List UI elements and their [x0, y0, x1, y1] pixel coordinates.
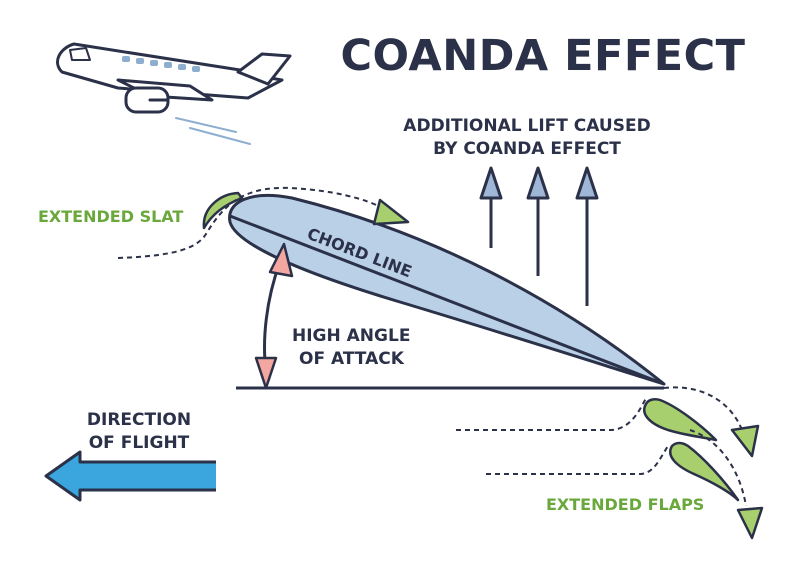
- lower-airflow-2: [486, 445, 669, 475]
- upper-airflow: [117, 186, 387, 259]
- lift-arrow-3-head: [575, 166, 599, 200]
- aoa-arrow-up: [268, 242, 294, 278]
- lift-arrows: [479, 166, 599, 306]
- lift-arrow-1-head: [479, 166, 503, 200]
- extended-flap-2: [669, 441, 740, 502]
- plane-windows: [122, 56, 200, 72]
- lift-arrow-2-head: [526, 166, 550, 200]
- aoa-label-line2: OF ATTACK: [299, 349, 405, 369]
- lift-label-line1: ADDITIONAL LIFT CAUSED: [403, 116, 650, 136]
- extended-slat-label: EXTENDED SLAT: [38, 207, 183, 226]
- aoa-label-line1: HIGH ANGLE: [292, 326, 410, 346]
- direction-label-line2: OF FLIGHT: [89, 433, 190, 453]
- airplane-icon: [56, 42, 292, 145]
- aoa-arrow-down: [254, 356, 278, 390]
- lower-flap-airflow: [689, 429, 747, 507]
- direction-label-line1: DIRECTION: [87, 410, 191, 430]
- angle-of-attack-arc: [263, 261, 282, 373]
- arrow-left-icon: [44, 450, 216, 502]
- lift-label-line2: BY COANDA EFFECT: [433, 139, 621, 159]
- extended-flap-1: [643, 397, 718, 442]
- extended-flaps-label: EXTENDED FLAPS: [546, 495, 704, 514]
- airfoil: [228, 194, 666, 386]
- lower-airflow-1: [456, 397, 647, 431]
- page-title: COANDA EFFECT: [340, 31, 745, 81]
- trailing-airflow-upper-arrowhead: [730, 424, 760, 458]
- trailing-airflow-upper: [663, 386, 743, 431]
- lower-flap-airflow-arrowhead: [736, 506, 764, 540]
- chord-line: [229, 214, 665, 386]
- upper-airflow-arrowhead: [372, 198, 410, 226]
